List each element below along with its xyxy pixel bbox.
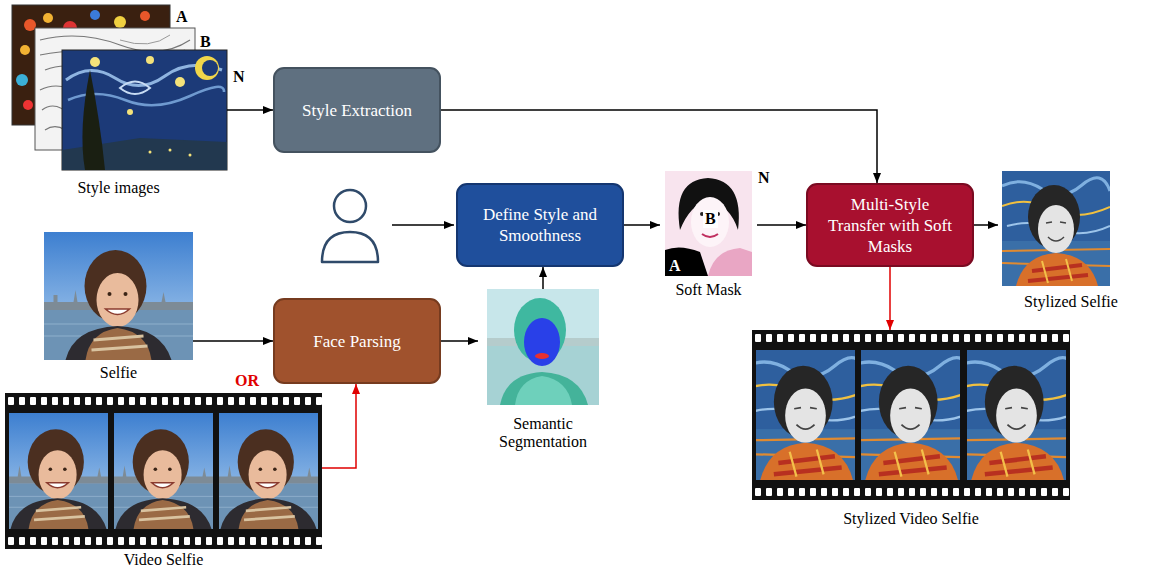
stylized-selfie-image: Stylized Selfie (998, 171, 1144, 311)
flow-arrow (193, 340, 273, 342)
segmentation-image: Semantic Segmentation (478, 289, 608, 451)
flow-arrow (542, 267, 544, 289)
node-text: Stylized Video Selfie (841, 510, 981, 528)
selfie-photo: Selfie (44, 232, 193, 382)
node-text: Multi-Style Transfer with Soft Masks (822, 194, 958, 257)
node-text: Style images (75, 179, 161, 197)
segmentation-image (487, 289, 599, 405)
flow-arrow (757, 224, 806, 226)
video-film-strip (0, 393, 336, 549)
flow-arrow (624, 224, 660, 226)
user-arrow (392, 224, 454, 226)
node-text: Stylized Selfie (1022, 293, 1120, 311)
soft-mask-image: Soft Mask (660, 171, 757, 299)
stylized-video-film: Stylized Video Selfie (752, 330, 1070, 528)
style-letter: B (198, 33, 213, 51)
node-text: Selfie (98, 364, 139, 382)
style-letter: A (667, 257, 683, 275)
stylized-selfie-image (1002, 171, 1110, 286)
style-letter: A (174, 8, 190, 26)
selfie-photo (44, 232, 194, 360)
flow-arrow (227, 109, 273, 111)
process-box: Face Parsing (273, 298, 441, 384)
node-text: Define Style and Smoothness (472, 204, 608, 246)
flow-arrow (322, 384, 356, 468)
video-selfie-film: Video Selfie (5, 393, 322, 569)
style-letter: N (756, 169, 772, 187)
node-text: Video Selfie (122, 551, 205, 569)
node-text: Style Extraction (302, 100, 412, 121)
user-icon (322, 190, 378, 262)
stylized-film-strip (744, 330, 1077, 500)
process-box: Multi-Style Transfer with Soft Masks (806, 183, 974, 267)
node-text: Face Parsing (313, 331, 400, 352)
process-box: Define Style and Smoothness (456, 183, 624, 267)
flow-arrow (889, 267, 891, 330)
flow-arrow (441, 340, 478, 342)
style-images-stack: Style images (10, 5, 227, 197)
style-letter: N (231, 68, 247, 86)
soft-mask-image (665, 171, 752, 276)
style-letter: B (703, 210, 718, 228)
starry-night-image (62, 50, 227, 170)
node-text: Soft Mask (673, 281, 743, 299)
flow-arrow (974, 224, 998, 226)
flow-arrow (441, 110, 877, 183)
alternative-label: OR (233, 372, 261, 390)
node-text: Semantic Segmentation (478, 415, 608, 451)
process-box: Style Extraction (273, 67, 441, 153)
